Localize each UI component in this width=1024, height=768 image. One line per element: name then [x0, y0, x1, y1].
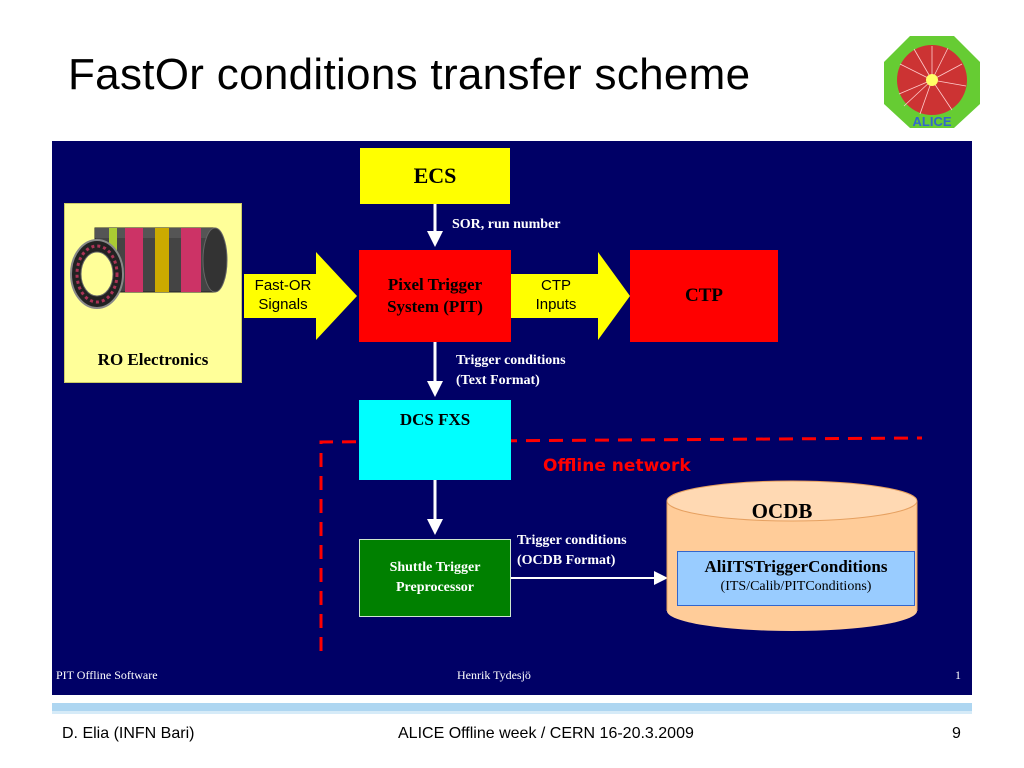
footer-divider: [52, 703, 972, 711]
trigger-conditions-ocdb-label: Trigger conditions (OCDB Format): [517, 531, 627, 571]
ctp-inputs-line1: CTP: [541, 277, 571, 294]
footer-event: ALICE Offline week / CERN 16-20.3.2009: [398, 725, 694, 742]
dcs-fxs-label: DCS FXS: [399, 410, 471, 429]
trig-text-line2: (Text Format): [456, 373, 540, 388]
offline-network-label: Offline network: [543, 456, 691, 476]
ctp-inputs-label: CTP Inputs: [518, 276, 594, 314]
ctp-box: CTP: [630, 250, 778, 342]
trig-ocdb-line2: (OCDB Format): [517, 553, 616, 568]
slide-title: FastOr conditions transfer scheme: [68, 50, 751, 99]
ecs-label: ECS: [413, 163, 457, 188]
shuttle-line2: Preprocessor: [395, 580, 474, 595]
inner-footer-left: PIT Offline Software: [56, 668, 158, 682]
trigger-conditions-object-box: AliITSTriggerConditions (ITS/Calib/PITCo…: [677, 551, 915, 606]
sor-label: SOR, run number: [452, 217, 561, 232]
alice-logo: ALICE: [884, 36, 980, 129]
conditions-class-name: AliITSTriggerConditions: [704, 557, 888, 576]
inner-footer-page: 1: [955, 668, 961, 682]
dcs-fxs-box: DCS FXS: [359, 400, 511, 480]
footer-page-number: 9: [952, 725, 961, 742]
trig-text-line1: Trigger conditions: [456, 353, 566, 368]
fast-or-line2: Signals: [258, 296, 308, 313]
fast-or-line1: Fast-OR: [254, 277, 312, 294]
pit-line2: System (PIT): [387, 297, 483, 316]
footer-author: D. Elia (INFN Bari): [62, 725, 195, 742]
trig-ocdb-line1: Trigger conditions: [517, 533, 627, 548]
ro-electronics-box: RO Electronics: [64, 203, 242, 383]
conditions-path: (ITS/Calib/PITConditions): [720, 579, 872, 594]
trigger-conditions-text-label: Trigger conditions (Text Format): [456, 351, 566, 391]
ctp-inputs-line2: Inputs: [535, 296, 577, 313]
ecs-box: ECS: [360, 148, 510, 204]
shuttle-preprocessor-box: Shuttle Trigger Preprocessor: [359, 539, 511, 617]
spd-detector-image: [70, 227, 228, 309]
shuttle-line1: Shuttle Trigger: [389, 560, 481, 575]
ctp-label: CTP: [685, 285, 723, 306]
pixel-trigger-system-box: Pixel Trigger System (PIT): [359, 250, 511, 342]
inner-footer-center: Henrik Tydesjö: [457, 668, 531, 682]
ro-electronics-label: RO Electronics: [97, 350, 209, 369]
footer-divider-light: [52, 711, 972, 714]
svg-text:ALICE: ALICE: [913, 114, 952, 129]
pit-line1: Pixel Trigger: [387, 275, 483, 294]
ocdb-label: OCDB: [751, 499, 813, 523]
fast-or-signals-label: Fast-OR Signals: [248, 276, 318, 314]
diagram-panel: RO Electronics ECS SOR, run number Fast-…: [52, 141, 972, 695]
